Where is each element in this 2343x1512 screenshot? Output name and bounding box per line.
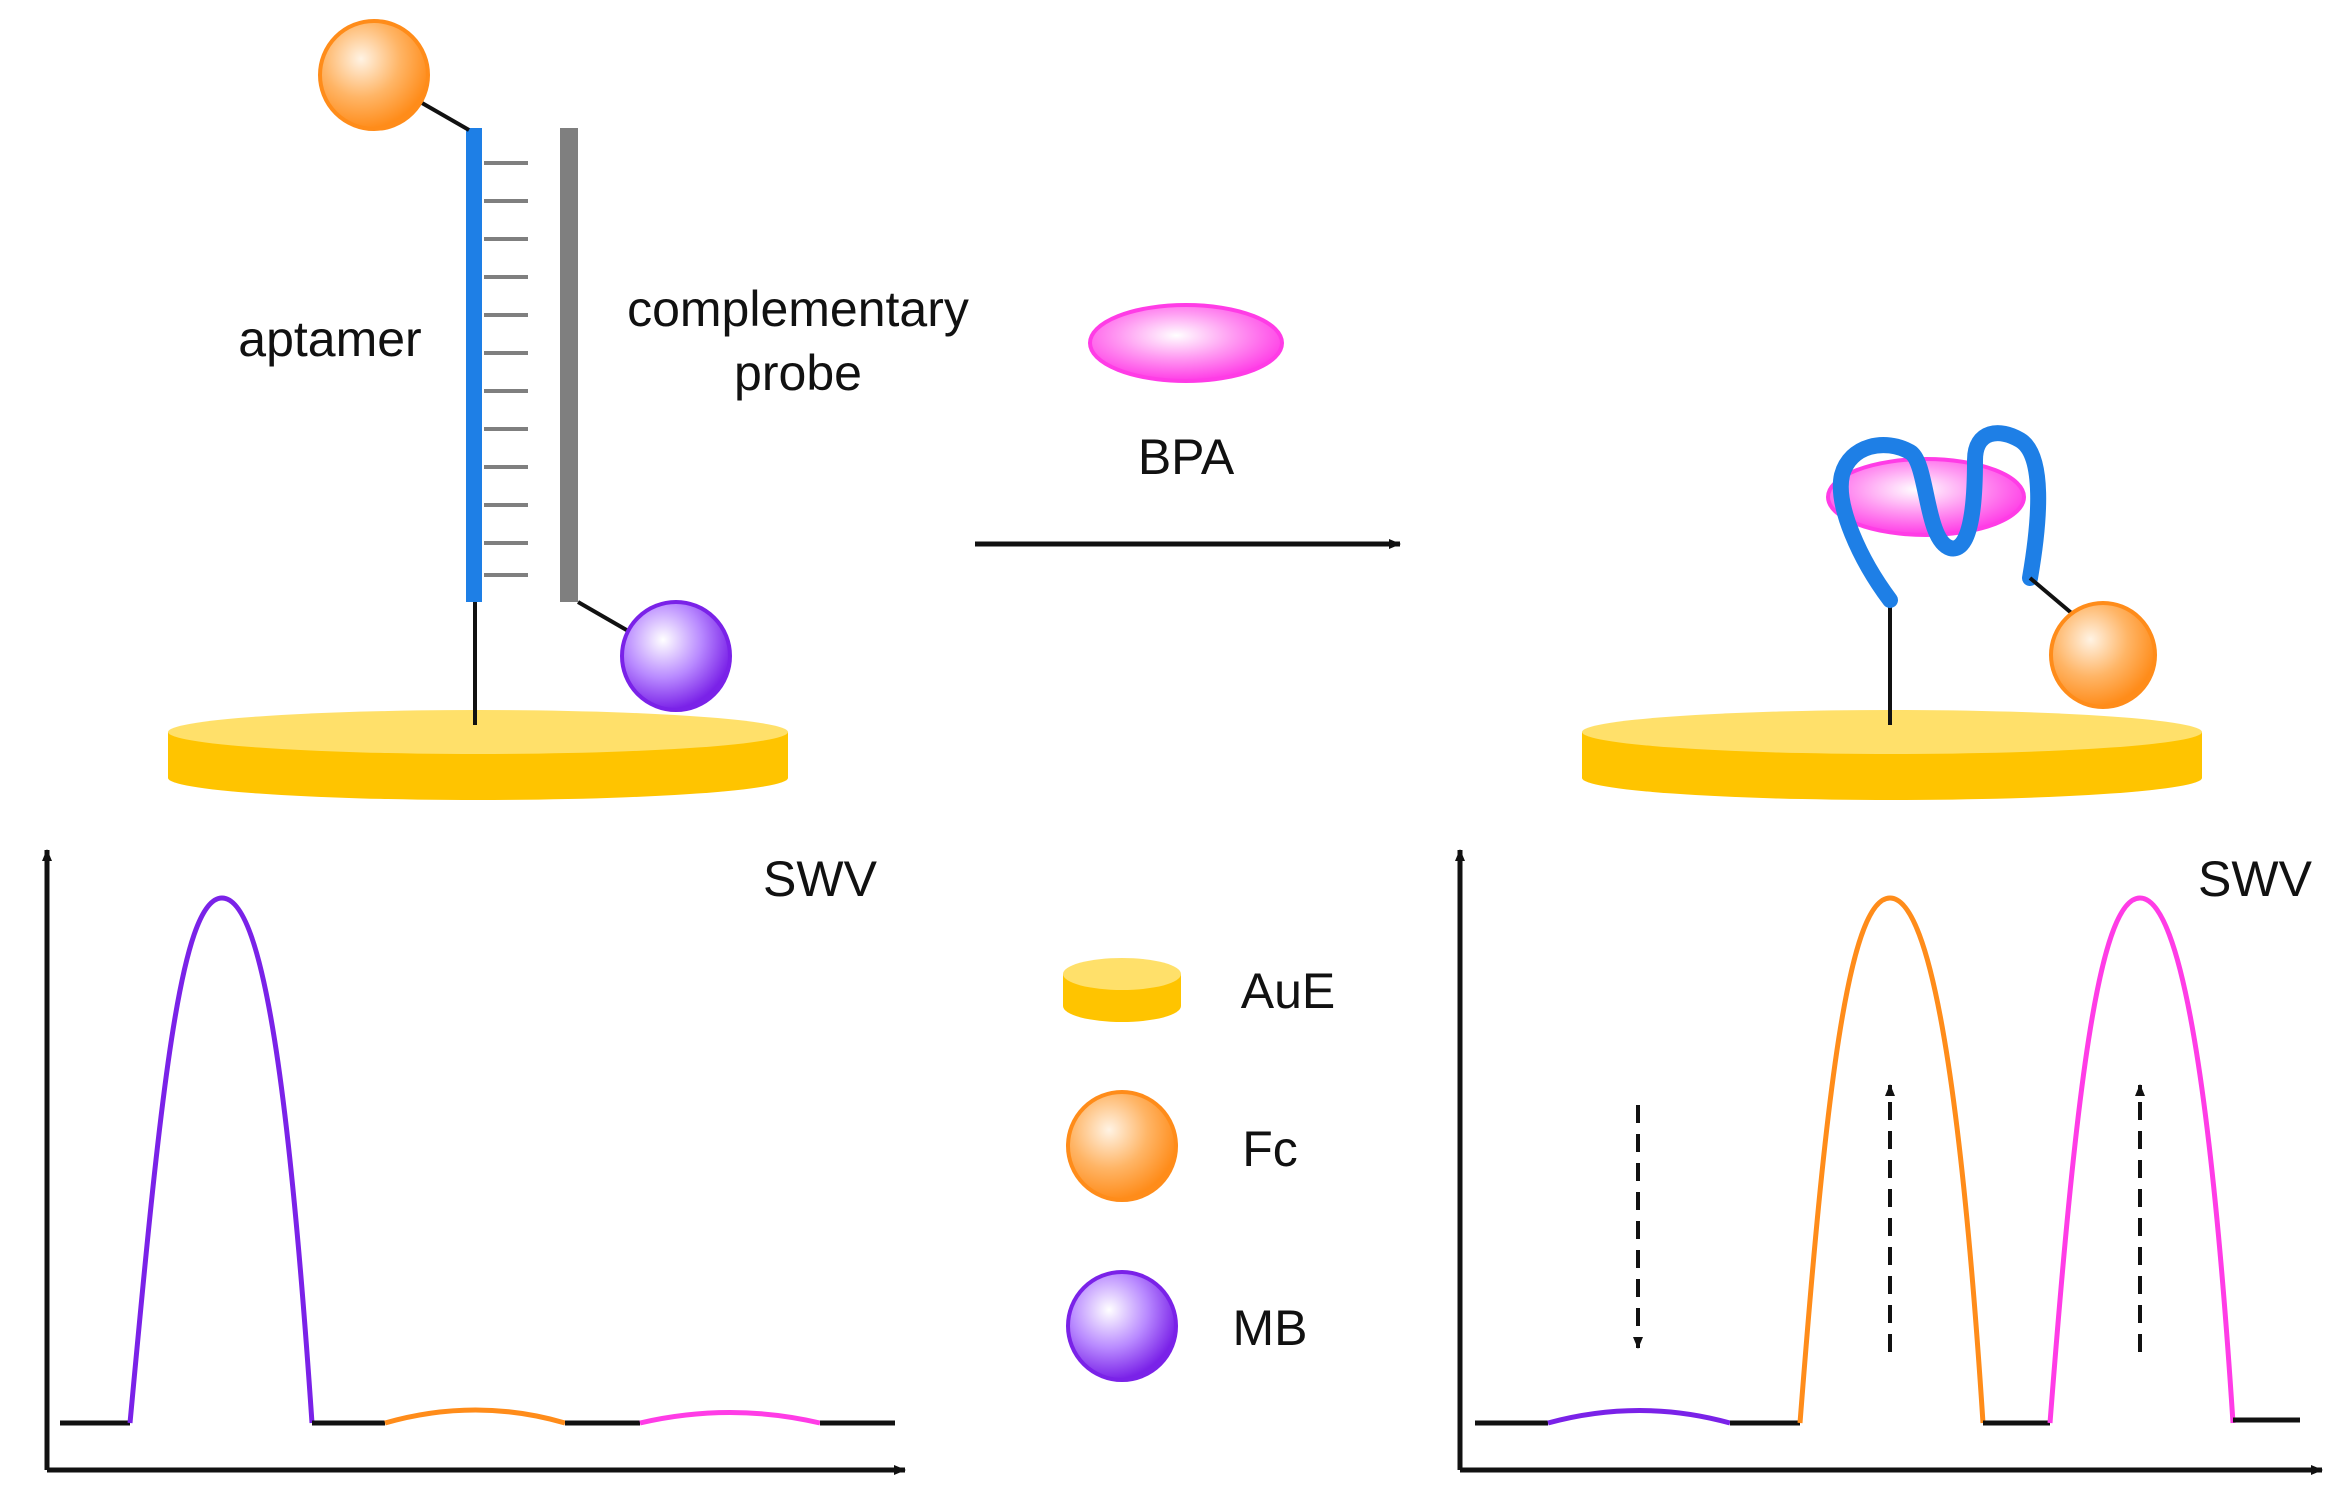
left-peak-mb bbox=[127, 895, 315, 1424]
right-peak-mb bbox=[1547, 1408, 1731, 1426]
folded-aptamer-strand bbox=[1832, 425, 2047, 608]
right-fc-linker bbox=[2028, 576, 2077, 618]
aptamer-label: aptamer bbox=[238, 311, 421, 367]
left-peak-bpa bbox=[639, 1410, 821, 1426]
right-swv-plot: SWV bbox=[1455, 849, 2323, 1475]
left-peak-fc bbox=[384, 1407, 566, 1426]
legend-fc-label: Fc bbox=[1242, 1121, 1298, 1177]
fc-linker bbox=[421, 101, 470, 132]
fc-sphere-icon bbox=[318, 19, 430, 131]
right-fc-sphere-icon bbox=[2049, 601, 2157, 709]
right-swv-label: SWV bbox=[2198, 851, 2313, 907]
complementary-probe-strand bbox=[560, 128, 578, 602]
legend-mb-label: MB bbox=[1233, 1300, 1308, 1356]
complementary-label-line1: complementary bbox=[627, 281, 969, 337]
right-peak-fc bbox=[1797, 895, 1986, 1424]
legend-fc-icon bbox=[1066, 1090, 1178, 1202]
complementary-label-line2: probe bbox=[734, 345, 862, 401]
base-pair-rungs bbox=[484, 161, 528, 577]
aptamer-strand bbox=[466, 128, 482, 602]
mb-linker bbox=[577, 600, 631, 634]
right-peak-bpa bbox=[2047, 895, 2236, 1424]
left-swv-plot: SWV bbox=[42, 849, 906, 1475]
bpa-target-icon bbox=[1088, 303, 1284, 383]
right-electrode bbox=[1582, 710, 2202, 800]
bpa-label: BPA bbox=[1138, 429, 1235, 485]
left-electrode bbox=[168, 710, 788, 800]
legend-electrode-icon bbox=[1063, 958, 1181, 1022]
legend-electrode-label: AuE bbox=[1241, 963, 1336, 1019]
legend: AuE Fc MB bbox=[1063, 958, 1336, 1382]
left-swv-label: SWV bbox=[763, 851, 878, 907]
legend-mb-icon bbox=[1066, 1270, 1178, 1382]
mb-sphere-icon bbox=[620, 600, 732, 712]
